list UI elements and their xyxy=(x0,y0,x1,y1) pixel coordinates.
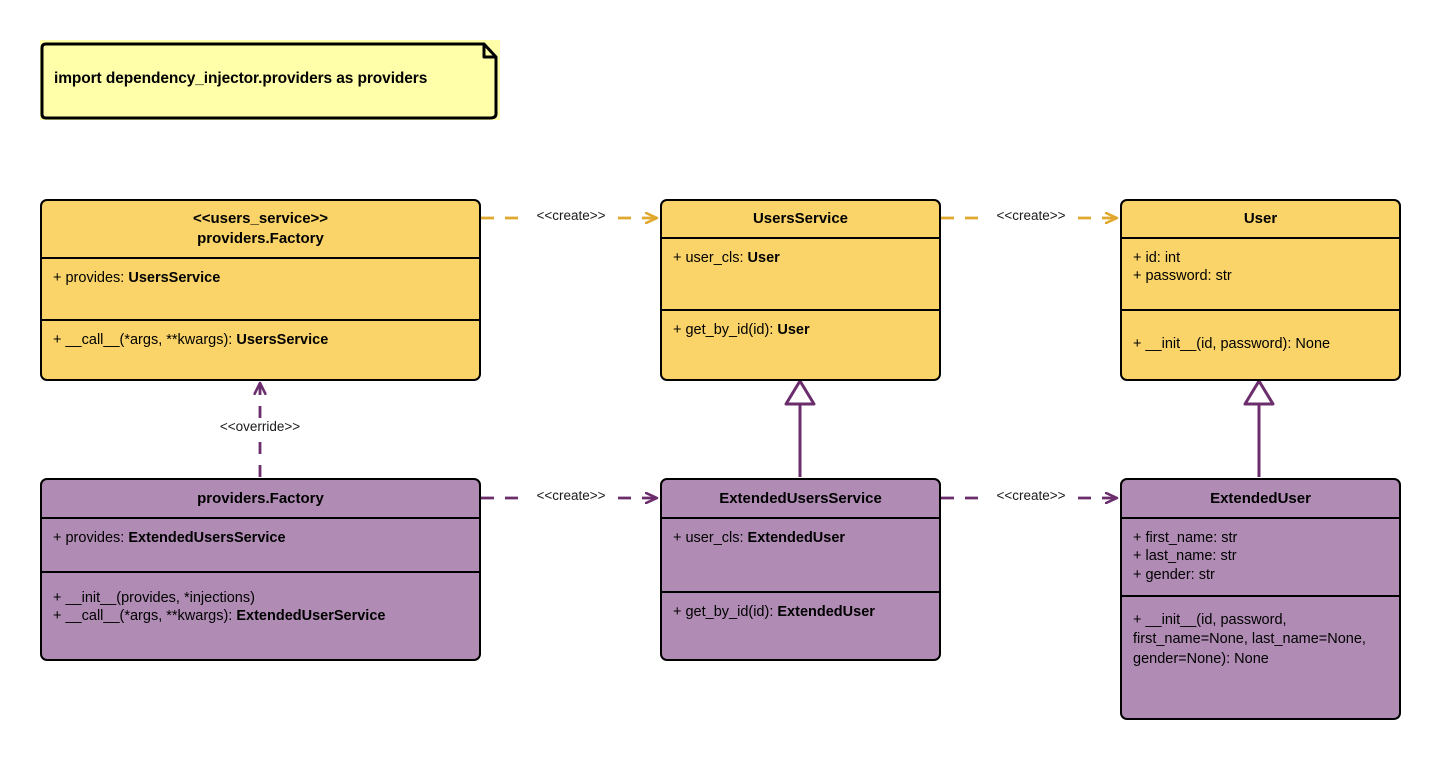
member-type: ExtendedUserService xyxy=(236,608,386,625)
class-name: ExtendedUser xyxy=(1210,489,1311,507)
member-prefix: + get_by_id(id): xyxy=(673,322,778,338)
member-prefix: + user_cls: xyxy=(673,530,748,546)
class-member: + user_cls: User xyxy=(673,249,928,267)
member-type: UsersService xyxy=(236,332,329,348)
class-member: + get_by_id(id): ExtendedUser xyxy=(673,603,928,621)
class-header-extended-user: ExtendedUser xyxy=(1122,480,1399,519)
class-name: UsersService xyxy=(752,210,849,228)
class-member: + first_name: str xyxy=(1133,529,1388,547)
connector-label-create-top-right: <<create>> xyxy=(996,208,1066,223)
member-prefix: + password: str xyxy=(1133,268,1232,285)
class-member: + __init__(id, password, first_name=None… xyxy=(1133,611,1388,669)
class-methods-user: + __init__(id, password): None xyxy=(1122,309,1399,379)
connector-label-create-bottom-right: <<create>> xyxy=(996,488,1066,503)
member-prefix: + provides: xyxy=(53,270,129,286)
class-member: + get_by_id(id): User xyxy=(673,321,928,339)
note-shape-icon xyxy=(40,42,498,120)
member-prefix: + __init__(id, password): None xyxy=(1133,336,1331,352)
member-prefix: + provides: xyxy=(53,530,129,546)
class-name: ExtendedUsersService xyxy=(719,489,882,507)
class-attributes-extended-users-service: + user_cls: ExtendedUser xyxy=(662,519,939,591)
class-header-extended-users-service: ExtendedUsersService xyxy=(662,480,939,519)
class-stereotype: <<users_service>> xyxy=(192,210,329,228)
class-member: + __init__(id, password): None xyxy=(1133,321,1388,353)
class-member: + __call__(*args, **kwargs): ExtendedUse… xyxy=(53,607,468,625)
class-methods-extended-factory: + __init__(provides, *injections) + __ca… xyxy=(42,571,479,659)
member-prefix: + __call__(*args, **kwargs): xyxy=(53,608,237,625)
member-prefix: + __init__(id, password, first_name=None… xyxy=(1133,612,1366,667)
class-methods-users-service: + get_by_id(id): User xyxy=(662,309,939,379)
class-methods-extended-user: + __init__(id, password, first_name=None… xyxy=(1122,595,1399,718)
member-type: UsersService xyxy=(128,270,221,286)
class-header-users-service-factory: <<users_service>> providers.Factory xyxy=(42,201,479,259)
class-methods-users-service-factory: + __call__(*args, **kwargs): UsersServic… xyxy=(42,319,479,379)
class-member: + __init__(provides, *injections) xyxy=(53,589,468,607)
class-member: + gender: str xyxy=(1133,566,1388,584)
class-member: + __call__(*args, **kwargs): UsersServic… xyxy=(53,331,468,349)
class-attributes-extended-user: + first_name: str + last_name: str + gen… xyxy=(1122,519,1399,595)
member-prefix: + get_by_id(id): xyxy=(673,604,778,620)
member-prefix: + __init__(provides, *injections) xyxy=(53,590,255,606)
class-name: providers.Factory xyxy=(197,489,324,507)
class-name: providers.Factory xyxy=(197,230,324,247)
connector-label-create-bottom-left: <<create>> xyxy=(536,488,606,503)
class-attributes-user: + id: int + password: str xyxy=(1122,239,1399,309)
member-type: User xyxy=(777,322,810,338)
class-box-users-service-factory[interactable]: <<users_service>> providers.Factory + pr… xyxy=(40,199,481,381)
member-type: ExtendedUser xyxy=(777,604,875,620)
class-box-extended-users-service[interactable]: ExtendedUsersService + user_cls: Extende… xyxy=(660,478,941,661)
connector-label-override: <<override>> xyxy=(219,419,301,434)
class-methods-extended-users-service: + get_by_id(id): ExtendedUser xyxy=(662,591,939,659)
note-text: import dependency_injector.providers as … xyxy=(54,70,428,87)
connector-label-create-top-left: <<create>> xyxy=(536,208,606,223)
class-box-extended-user[interactable]: ExtendedUser + first_name: str + last_na… xyxy=(1120,478,1401,720)
class-attributes-users-service-factory: + provides: UsersService xyxy=(42,259,479,319)
class-member: + password: str xyxy=(1133,267,1388,285)
connector-inherit-user xyxy=(1243,379,1275,477)
class-box-user[interactable]: User + id: int + password: str + __init_… xyxy=(1120,199,1401,381)
member-type: ExtendedUsersService xyxy=(128,530,286,546)
class-box-users-service[interactable]: UsersService + user_cls: User + get_by_i… xyxy=(660,199,941,381)
member-prefix: + __call__(*args, **kwargs): xyxy=(53,332,237,348)
class-name: User xyxy=(1243,210,1278,228)
class-member: + id: int xyxy=(1133,249,1388,267)
class-member: + provides: ExtendedUsersService xyxy=(53,529,468,547)
class-member: + provides: UsersService xyxy=(53,269,468,287)
member-prefix: + id: int xyxy=(1133,250,1181,266)
member-prefix: + user_cls: xyxy=(673,250,748,266)
class-member: + user_cls: ExtendedUser xyxy=(673,529,928,547)
class-header-extended-factory: providers.Factory xyxy=(42,480,479,519)
connector-inherit-users-service xyxy=(784,379,816,477)
class-header-user: User xyxy=(1122,201,1399,239)
member-prefix: + last_name: str xyxy=(1133,548,1237,565)
class-member: + last_name: str xyxy=(1133,547,1388,565)
class-box-extended-factory[interactable]: providers.Factory + provides: ExtendedUs… xyxy=(40,478,481,661)
member-prefix: + first_name: str xyxy=(1133,530,1238,546)
class-header-users-service: UsersService xyxy=(662,201,939,239)
member-prefix: + gender: str xyxy=(1133,566,1215,583)
member-type: User xyxy=(747,250,780,266)
import-note: import dependency_injector.providers as … xyxy=(40,40,500,120)
class-attributes-extended-factory: + provides: ExtendedUsersService xyxy=(42,519,479,571)
class-attributes-users-service: + user_cls: User xyxy=(662,239,939,309)
member-type: ExtendedUser xyxy=(747,530,846,546)
